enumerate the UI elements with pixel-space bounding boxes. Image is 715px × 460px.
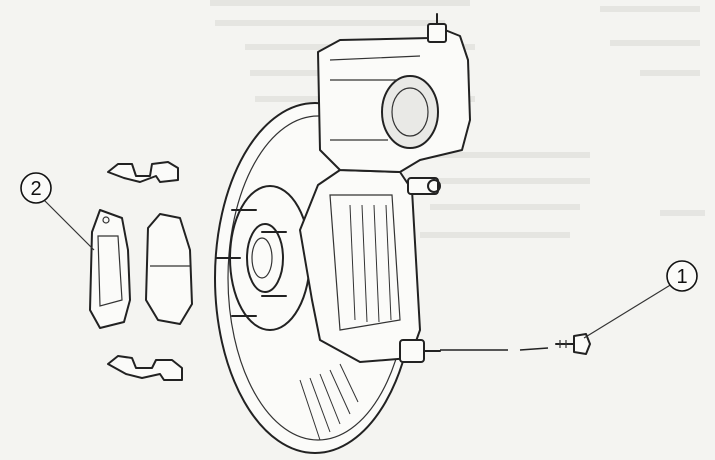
caliper-bracket bbox=[299, 169, 441, 363]
callout-2-label: 2 bbox=[30, 178, 41, 200]
brake-pad-inner bbox=[145, 213, 193, 325]
callout-1: 1 bbox=[583, 260, 698, 339]
installation-axis-line bbox=[440, 347, 549, 351]
caliper-housing bbox=[317, 13, 471, 173]
disc-hatching bbox=[299, 363, 359, 441]
guide-pin-bolt bbox=[555, 333, 591, 355]
pad-clip-lower bbox=[107, 355, 183, 381]
callout-2: 2 bbox=[20, 172, 95, 251]
callout-1-label: 1 bbox=[676, 266, 687, 288]
pad-clip-upper bbox=[107, 161, 179, 183]
wheel-studs bbox=[215, 209, 287, 317]
brake-pad-outer bbox=[89, 209, 131, 329]
